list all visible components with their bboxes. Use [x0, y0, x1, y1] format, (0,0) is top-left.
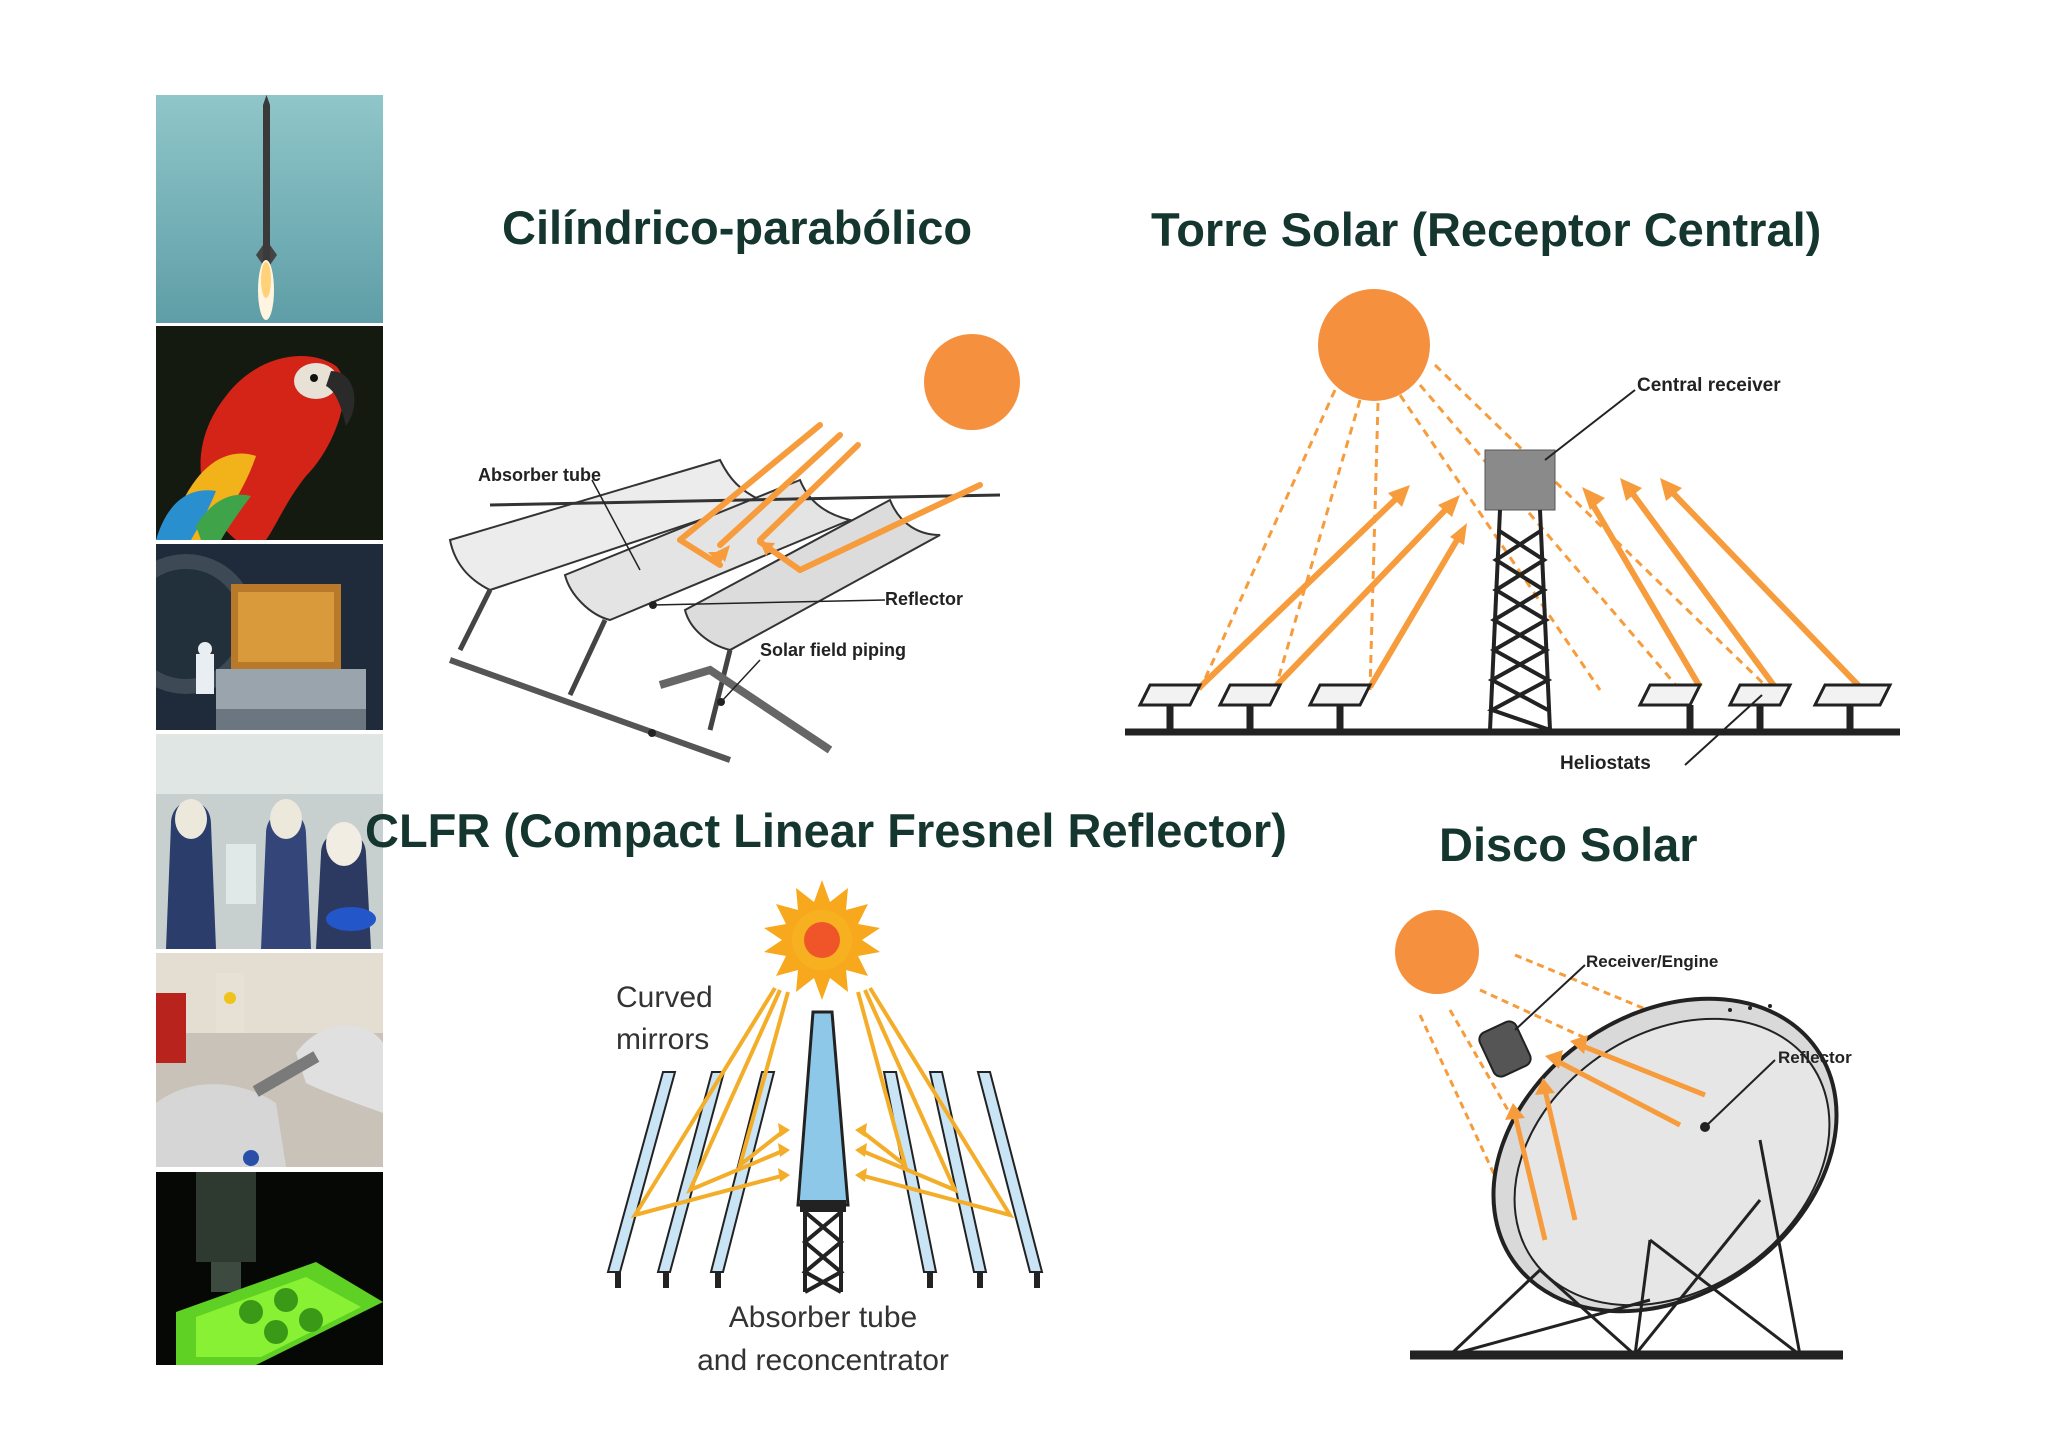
sun-icon [1395, 910, 1479, 994]
photo-satellite-assembly [156, 544, 383, 730]
sun-icon [924, 334, 1020, 430]
label-central-receiver: Central receiver [1637, 375, 1781, 396]
label-curved-mirrors-2: mirrors [616, 1023, 709, 1056]
label-absorber-reconcentrator: Absorber tube [729, 1301, 917, 1334]
photo-glovebox-hands [156, 953, 383, 1167]
heading-solar-tower: Torre Solar (Receptor Central) [1151, 203, 1822, 256]
photo-laboratory-workers [156, 734, 383, 949]
photo-macaw-parrot [156, 326, 383, 540]
sun-icon [1318, 289, 1430, 401]
sun-icon [764, 880, 880, 1000]
parabolic-trough-diagram: Absorber tube Reflector Solar field pipi… [448, 334, 1020, 763]
label-absorber-reconcentrator-2: and reconcentrator [697, 1344, 949, 1377]
solar-dish-diagram: Receiver/Engine Reflector [1395, 910, 1852, 1360]
photo-fluorescent-plate [156, 1172, 383, 1365]
solar-tower-diagram: Central receiver Heliostats [1125, 289, 1900, 774]
clfr-diagram: Curved mirrors Absorber tube and reconce… [606, 880, 1044, 1377]
heading-clfr: CLFR (Compact Linear Fresnel Reflector) [365, 804, 1287, 857]
receiver-engine [1478, 1020, 1532, 1078]
label-heliostats: Heliostats [1560, 753, 1651, 774]
label-curved-mirrors: Curved [616, 981, 713, 1014]
central-receiver [1484, 449, 1556, 511]
label-solar-field-piping: Solar field piping [760, 640, 906, 660]
heading-solar-dish: Disco Solar [1439, 818, 1698, 871]
photo-rocket-launch [156, 95, 383, 323]
label-receiver-engine: Receiver/Engine [1586, 952, 1718, 971]
label-absorber-tube: Absorber tube [478, 465, 601, 485]
label-reflector: Reflector [885, 589, 963, 609]
label-dish-reflector: Reflector [1778, 1048, 1852, 1067]
heading-parabolic-trough: Cilíndrico-parabólico [502, 201, 973, 254]
